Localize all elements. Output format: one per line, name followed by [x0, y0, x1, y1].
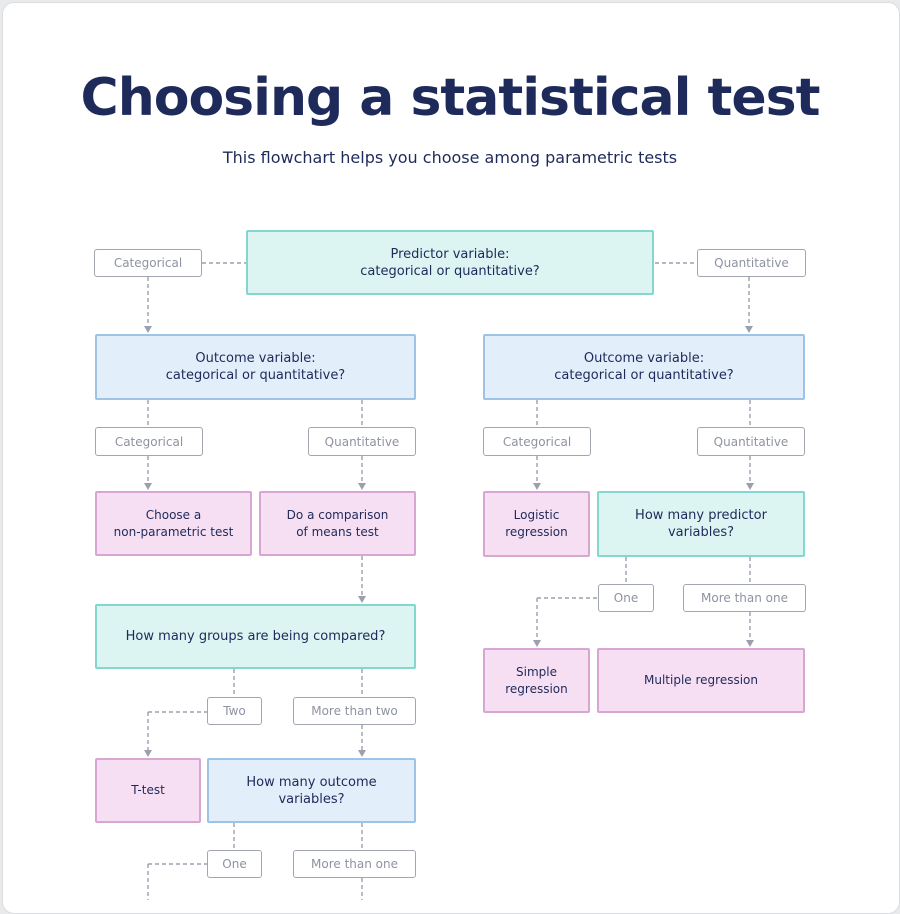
- branch-label-quantitative-left: Quantitative: [308, 427, 416, 456]
- outcome-variable-question-right: Outcome variable: categorical or quantit…: [483, 334, 805, 400]
- groups-compared-question: How many groups are being compared?: [95, 604, 416, 669]
- outcome-variable-question-left: Outcome variable: categorical or quantit…: [95, 334, 416, 400]
- branch-label-categorical-right: Categorical: [483, 427, 591, 456]
- page-subtitle: This flowchart helps you choose among pa…: [222, 148, 678, 167]
- non-parametric-test-result: Choose a non-parametric test: [95, 491, 252, 556]
- t-test-result: T-test: [95, 758, 201, 823]
- branch-label-categorical-left: Categorical: [95, 427, 203, 456]
- logistic-regression-result: Logistic regression: [483, 491, 590, 557]
- branch-label-quantitative-right: Quantitative: [697, 427, 805, 456]
- branch-label-more-than-one-predictor: More than one: [683, 584, 806, 612]
- simple-regression-result: Simple regression: [483, 648, 590, 713]
- branch-label-quantitative-top: Quantitative: [697, 249, 806, 277]
- branch-label-one-predictor: One: [598, 584, 654, 612]
- predictor-variable-question: Predictor variable: categorical or quant…: [246, 230, 654, 295]
- comparison-of-means-result: Do a comparison of means test: [259, 491, 416, 556]
- predictor-count-question: How many predictor variables?: [597, 491, 805, 557]
- branch-label-two-groups: Two: [207, 697, 262, 725]
- outcome-count-question: How many outcome variables?: [207, 758, 416, 823]
- page-title: Choosing a statistical test: [80, 68, 821, 128]
- branch-label-more-than-one-outcome: More than one: [293, 850, 416, 878]
- branch-label-more-than-two-groups: More than two: [293, 697, 416, 725]
- multiple-regression-result: Multiple regression: [597, 648, 805, 713]
- branch-label-categorical-top: Categorical: [94, 249, 202, 277]
- branch-label-one-outcome: One: [207, 850, 262, 878]
